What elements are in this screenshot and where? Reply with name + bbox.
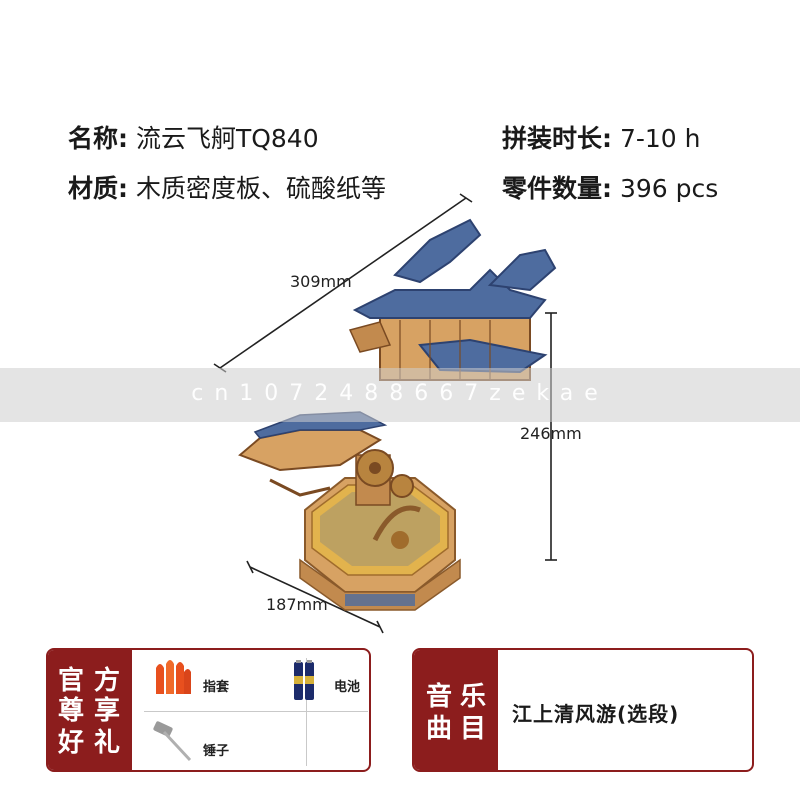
width-label: 187mm bbox=[266, 595, 328, 614]
music-heading-char: 曲 bbox=[425, 714, 452, 744]
music-heading: 音 乐 曲 目 bbox=[414, 650, 498, 770]
gift-heading-char: 官 bbox=[57, 666, 84, 696]
music-heading-char: 目 bbox=[459, 714, 486, 744]
spec-material: 材质: 木质密度板、硫酸纸等 bbox=[68, 174, 386, 204]
spec-name: 名称: 流云飞舸TQ840 bbox=[68, 124, 319, 154]
gear-stand bbox=[355, 449, 414, 506]
spec-parts-value: 396 pcs bbox=[619, 174, 719, 203]
spec-name-label: 名称: bbox=[68, 124, 128, 153]
music-box-base bbox=[299, 477, 461, 611]
spec-time-label: 拼装时长: bbox=[502, 124, 612, 153]
spec-material-label: 材质: bbox=[68, 174, 128, 203]
gift-divider-horizontal bbox=[144, 711, 368, 712]
watermark-text: cn1072488667zekae bbox=[191, 381, 609, 406]
hammer-icon bbox=[153, 721, 192, 762]
spec-parts-label: 零件数量: bbox=[502, 174, 612, 203]
music-heading-char: 音 bbox=[425, 682, 452, 712]
gift-heading: 官 方 尊 享 好 礼 bbox=[48, 650, 132, 770]
gift-item-label: 电池 bbox=[334, 680, 361, 695]
battery-icon bbox=[294, 660, 314, 700]
gift-heading-char: 方 bbox=[93, 666, 120, 696]
music-track-title: 江上清风游(选段) bbox=[512, 702, 680, 726]
spec-assembly-time: 拼装时长: 7-10 h bbox=[502, 124, 700, 154]
gift-heading-char: 享 bbox=[93, 696, 120, 726]
gift-heading-char: 礼 bbox=[93, 728, 120, 758]
gift-item-label: 锤子 bbox=[203, 744, 230, 759]
length-dimension-line bbox=[219, 197, 467, 369]
gift-divider-vertical bbox=[306, 658, 307, 766]
music-panel: 音 乐 曲 目 江上清风游(选段) bbox=[412, 648, 754, 772]
spec-part-count: 零件数量: 396 pcs bbox=[502, 174, 718, 204]
gift-heading-char: 好 bbox=[57, 728, 84, 758]
spec-time-value: 7-10 h bbox=[619, 124, 701, 153]
dimension-lines bbox=[213, 193, 557, 634]
gift-item-label: 指套 bbox=[203, 680, 230, 695]
length-label: 309mm bbox=[290, 272, 352, 291]
finger-cot-icon bbox=[156, 660, 191, 694]
width-dimension-line bbox=[249, 566, 381, 628]
gift-heading-char: 尊 bbox=[57, 696, 84, 726]
music-heading-char: 乐 bbox=[459, 682, 486, 712]
spec-name-value: 流云飞舸TQ840 bbox=[135, 124, 319, 153]
height-label: 246mm bbox=[520, 424, 582, 443]
spec-material-value: 木质密度板、硫酸纸等 bbox=[135, 174, 386, 203]
pavilion-structure bbox=[348, 218, 557, 381]
watermark-band bbox=[0, 368, 800, 422]
gift-panel: 官 方 尊 享 好 礼 指套 电池 锤子 bbox=[46, 648, 371, 772]
